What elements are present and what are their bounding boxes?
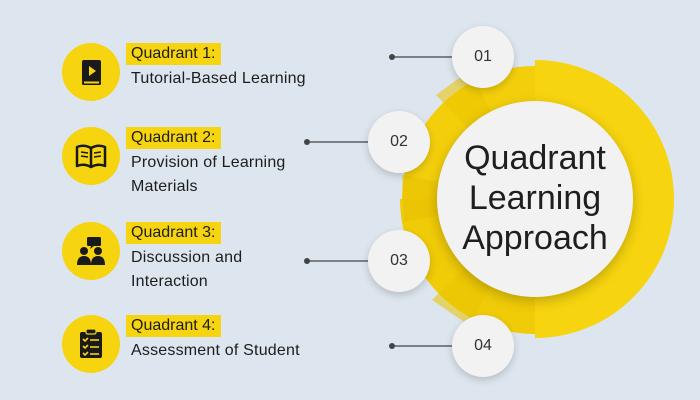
quadrant-1-description: Tutorial-Based Learning <box>131 67 351 91</box>
number-badge-4: 04 <box>452 315 514 377</box>
center-title-line-1: Quadrant <box>464 139 606 177</box>
quadrant-2-description: Provision of Learning Materials <box>131 151 351 199</box>
center-title: Quadrant Learning Approach <box>437 138 633 258</box>
checklist-clipboard-icon <box>62 315 120 373</box>
connector-dot-2 <box>304 139 310 145</box>
quadrant-4-description: Assessment of Student <box>131 339 351 363</box>
quadrant-2-desc-line-2: Materials <box>131 178 198 195</box>
connectors <box>307 56 453 347</box>
quadrant-1-desc-line-1: Tutorial-Based Learning <box>131 70 306 87</box>
number-badge-3: 03 <box>368 230 430 292</box>
open-book-icon <box>62 127 120 185</box>
discussion-people-icon <box>62 222 120 280</box>
quadrant-3-description: Discussion and Interaction <box>131 246 351 294</box>
connector-dot-3 <box>304 258 310 264</box>
quadrant-2: Quadrant 2: Provision of Learning Materi… <box>62 127 352 195</box>
connector-dot-4 <box>389 343 395 349</box>
quadrant-1: Quadrant 1: Tutorial-Based Learning <box>62 43 352 103</box>
quadrant-3-desc-line-2: Interaction <box>131 273 208 290</box>
center-circle <box>437 101 633 297</box>
quadrant-4: Quadrant 4: Assessment of Student <box>62 315 352 375</box>
video-book-icon <box>62 43 120 101</box>
quadrant-4-desc-line-1: Assessment of Student <box>131 342 300 359</box>
quadrant-3-title: Quadrant 3: <box>126 222 221 244</box>
quadrant-4-title: Quadrant 4: <box>126 315 221 337</box>
connector-dots <box>304 54 395 349</box>
connector-dot-1 <box>389 54 395 60</box>
quadrant-1-title: Quadrant 1: <box>126 43 221 65</box>
quadrant-2-title: Quadrant 2: <box>126 127 221 149</box>
number-badge-1: 01 <box>452 26 514 88</box>
number-badge-2: 02 <box>368 111 430 173</box>
center-title-line-3: Approach <box>462 219 608 257</box>
quadrant-2-desc-line-1: Provision of Learning <box>131 154 286 171</box>
quadrant-3: Quadrant 3: Discussion and Interaction <box>62 222 352 290</box>
quadrant-3-desc-line-1: Discussion and <box>131 249 243 266</box>
center-title-line-2: Learning <box>468 179 602 217</box>
